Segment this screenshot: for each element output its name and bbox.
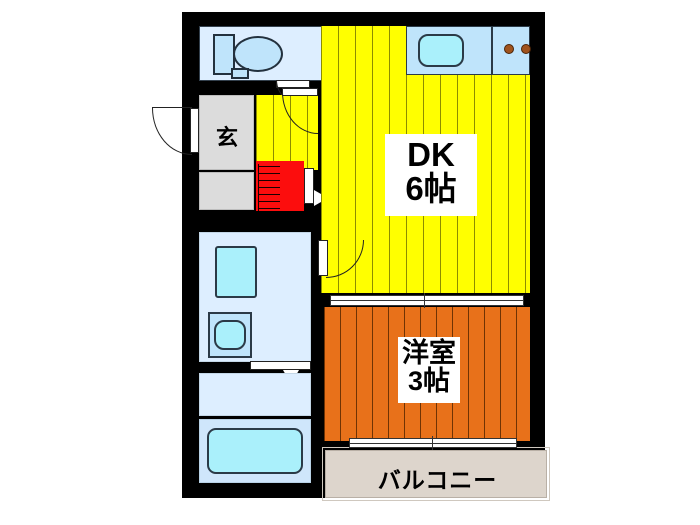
balcony-area (325, 450, 547, 498)
bedroom-label-text: 洋室 (402, 338, 456, 368)
closet-shelf-line (258, 173, 280, 175)
washroom-door-leaf[interactable] (250, 361, 311, 370)
kitchen-counter-divider (491, 26, 493, 75)
closet-shelf-line (258, 166, 280, 168)
closet-storage (256, 161, 304, 211)
balcony-window-handle-mark (432, 436, 434, 450)
dk-size-text: 6帖 (405, 169, 457, 207)
closet-shelf-line (258, 180, 280, 182)
washbasin-icon (214, 320, 246, 350)
genkan-step-tile (199, 172, 254, 210)
entrance-door-swing (152, 108, 192, 155)
dk-label-text: DK (407, 136, 455, 173)
toilet-bowl-icon (233, 36, 283, 72)
gas-burner-icon (504, 44, 514, 54)
dressing-area (199, 373, 311, 416)
closet-shelf-line (258, 194, 280, 196)
sliding-door-rail (330, 300, 524, 302)
washing-machine-pan-icon (215, 246, 257, 298)
bathtub-icon (207, 428, 303, 474)
kitchen-sink-icon (418, 34, 464, 67)
balcony-label: バルコニー (377, 467, 498, 493)
closet-shelf-line (258, 208, 280, 210)
closet-door-leaf[interactable] (304, 168, 314, 204)
entrance-threshold (152, 107, 192, 109)
closet-shelf-rail (258, 164, 260, 211)
genkan-label: 玄 (215, 125, 238, 150)
genkan-area (199, 95, 254, 170)
gas-burner-icon (521, 44, 531, 54)
closet-shelf-line (258, 187, 280, 189)
bedroom-size-text: 3帖 (407, 365, 451, 396)
sliding-door-handle-mark (424, 293, 426, 308)
toilet-lever-icon (231, 68, 249, 79)
closet-shelf-line (258, 201, 280, 203)
